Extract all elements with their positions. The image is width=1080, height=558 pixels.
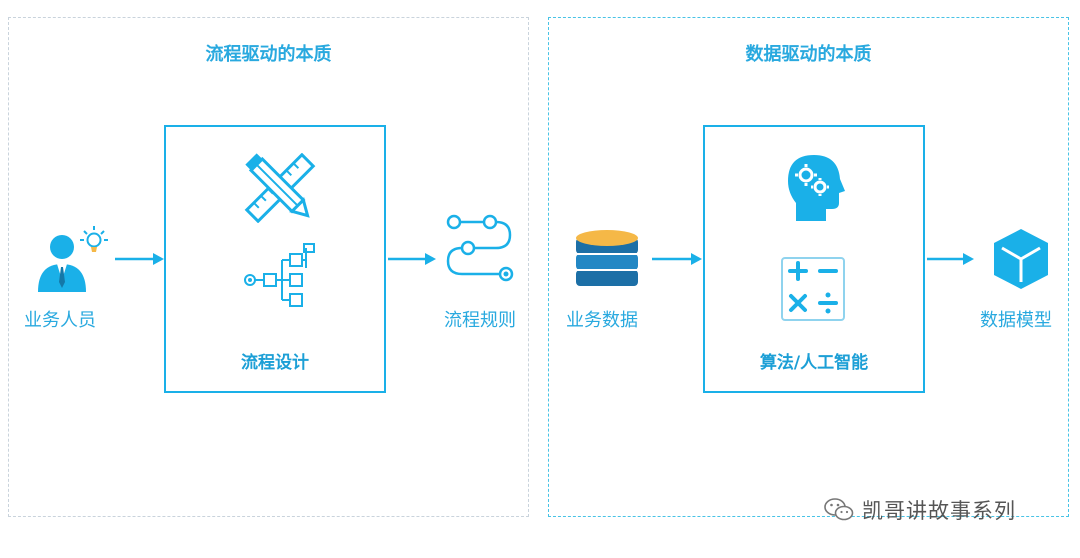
data-model-label: 数据模型 xyxy=(980,310,1052,331)
watermark-text: 凯哥讲故事系列 xyxy=(862,499,1016,523)
process-rules-label: 流程规则 xyxy=(444,310,516,331)
math-operators-icon xyxy=(781,257,845,321)
algorithm-ai-label: 算法/人工智能 xyxy=(759,353,869,373)
business-data-label: 业务数据 xyxy=(566,310,638,331)
cube-icon xyxy=(994,229,1048,289)
wechat-icon xyxy=(824,498,854,521)
person-with-idea-bulb-icon xyxy=(38,226,108,292)
brain-gears-head-icon xyxy=(788,155,845,221)
data-driven-panel: 数据驱动的本质 xyxy=(548,17,1069,517)
algorithm-ai-box: 算法/人工智能 xyxy=(703,125,925,393)
process-driven-panel: 流程驱动的本质 xyxy=(8,17,529,517)
database-icon xyxy=(576,230,638,286)
process-driven-title: 流程驱动的本质 xyxy=(205,44,332,65)
watermark: 凯哥讲故事系列 xyxy=(824,496,1016,524)
flow-tree-icon xyxy=(244,243,315,307)
process-design-label: 流程设计 xyxy=(241,353,309,373)
process-path-icon xyxy=(446,214,514,282)
data-driven-title: 数据驱动的本质 xyxy=(745,44,872,65)
business-people-label: 业务人员 xyxy=(24,310,96,331)
pencil-ruler-crossed-icon xyxy=(244,153,316,223)
process-design-box: 流程设计 xyxy=(164,125,386,393)
